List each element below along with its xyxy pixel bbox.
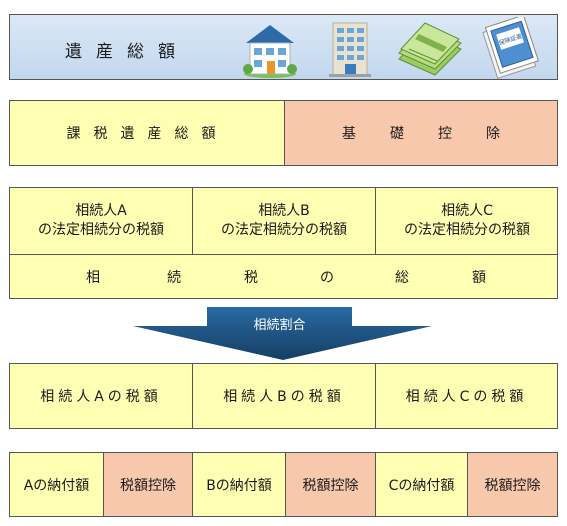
heir-b-tax-label: 相続人Bの税額 [223, 389, 345, 405]
heir-taxes-separator-2 [375, 363, 376, 429]
total-char-4: の [320, 269, 334, 286]
total-char-5: 総 [395, 269, 409, 286]
legal-shares-box [9, 187, 558, 299]
allocation-arrow [133, 307, 432, 360]
heir-a-payment-label: Aの納付額 [23, 477, 90, 494]
legal-shares-divider [9, 254, 558, 255]
heir-b-payment-cell: Bの納付額 [192, 453, 285, 516]
heir-b-payment-label: Bの納付額 [206, 477, 272, 494]
heir-b-tax-credit-cell: 税額控除 [285, 453, 375, 516]
house-icon [243, 25, 297, 78]
insurance-certificate-icon: 保険証書 [482, 17, 539, 79]
heir-b-legal-share-cell: 相続人B の法定相続分の税額 [193, 188, 375, 254]
heir-a-legal-share-line2: の法定相続分の税額 [38, 222, 164, 238]
total-char-6: 額 [472, 269, 486, 286]
heir-c-legal-share-line1: 相続人C [441, 203, 493, 219]
cash-bundle-icon [398, 22, 462, 76]
estate-total-box: 遺産総額 [9, 14, 558, 80]
taxable-estate-cell: 課税遺産総額 [9, 100, 285, 166]
heir-c-payment-label: Cの納付額 [388, 477, 455, 494]
heir-c-tax-credit-cell: 税額控除 [467, 453, 557, 516]
heir-a-tax-credit-label: 税額控除 [120, 477, 176, 494]
heir-c-payment-cell: Cの納付額 [375, 453, 467, 516]
heir-taxes-separator-1 [192, 363, 193, 429]
heir-b-legal-share-line1: 相続人B [258, 203, 310, 219]
allocation-arrow-label: 相続割合 [253, 318, 306, 333]
heir-c-tax-credit-label: 税額控除 [484, 477, 541, 494]
heir-a-payment-cell: Aの納付額 [10, 453, 103, 516]
heir-b-legal-share-line2: の法定相続分の税額 [221, 222, 347, 238]
heir-b-tax-credit-label: 税額控除 [302, 477, 359, 494]
payments-box [9, 452, 558, 517]
heir-c-tax-label: 相続人Cの税額 [405, 389, 528, 405]
total-char-1: 相 [86, 269, 100, 286]
total-char-3: 税 [244, 269, 258, 286]
total-char-2: 続 [167, 269, 181, 286]
basic-deduction-label: 基礎控除 [342, 126, 534, 142]
heir-b-tax-cell: 相続人Bの税額 [193, 364, 375, 428]
taxable-estate-label: 課税遺産総額 [66, 126, 229, 142]
legal-shares-separator-1 [192, 187, 193, 254]
heir-a-tax-cell: 相続人Aの税額 [10, 364, 192, 428]
heir-c-tax-cell: 相続人Cの税額 [376, 364, 557, 428]
heir-a-tax-label: 相続人Aの税額 [40, 389, 162, 405]
legal-shares-separator-2 [375, 187, 376, 254]
heir-a-legal-share-cell: 相続人A の法定相続分の税額 [10, 188, 192, 254]
estate-total-label: 遺産総額 [65, 42, 189, 62]
heir-c-legal-share-line2: の法定相続分の税額 [404, 222, 530, 238]
heir-c-legal-share-cell: 相続人C の法定相続分の税額 [376, 188, 558, 254]
heir-a-legal-share-line1: 相続人A [75, 203, 127, 219]
total-inheritance-tax-cell: 相 続 税 の 総 額 [10, 255, 557, 298]
apartment-building-icon [329, 22, 371, 77]
heir-a-tax-credit-cell: 税額控除 [103, 453, 192, 516]
basic-deduction-cell: 基礎控除 [284, 100, 558, 166]
heir-taxes-box [9, 363, 558, 429]
